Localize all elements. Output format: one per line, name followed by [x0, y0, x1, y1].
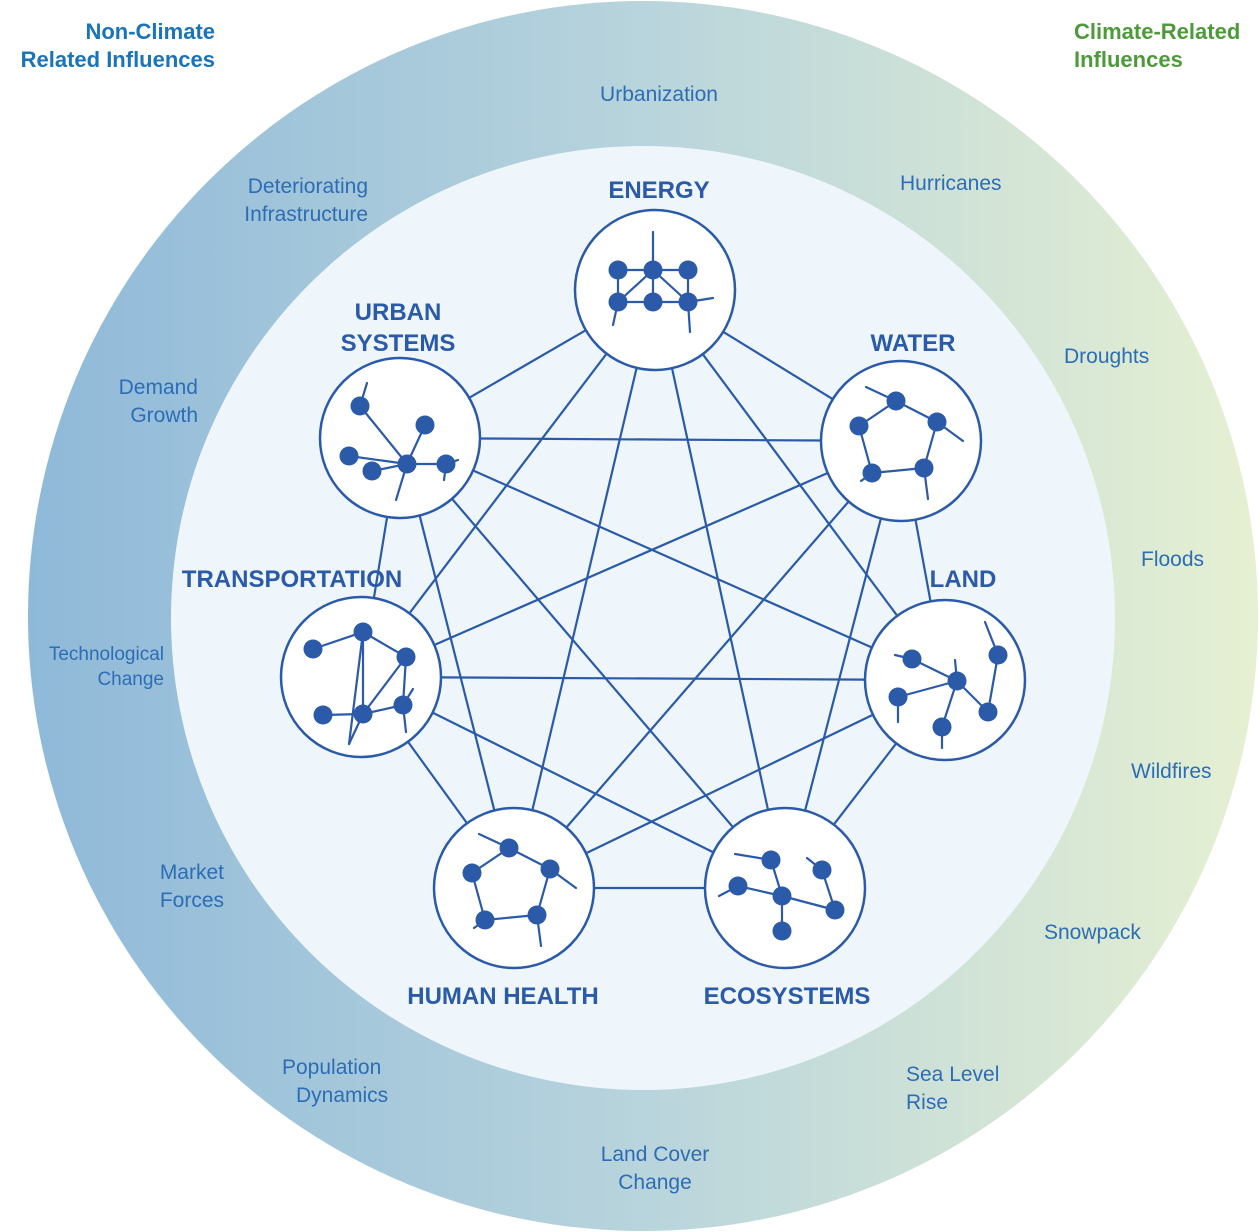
sector-circle — [318, 356, 482, 520]
ring-network-icon — [849, 385, 965, 501]
connection-land-ecosystems — [832, 742, 898, 826]
connection-water-human_health — [565, 500, 850, 829]
connection-water-transportation — [433, 472, 829, 646]
connection-energy-urban_systems — [468, 329, 587, 399]
connection-land-human_health — [585, 713, 874, 855]
sector-land: LAND — [863, 566, 1027, 762]
influence-droughts: Droughts — [1064, 345, 1149, 368]
sector-connections — [372, 329, 932, 890]
cluster-network-icon — [717, 850, 845, 941]
tree-network-icon — [339, 381, 460, 502]
mesh-network-icon — [303, 622, 416, 746]
non-climate-header: Non-Climate Related Influences — [20, 19, 215, 72]
connection-energy-human_health — [531, 367, 638, 811]
connection-energy-ecosystems — [670, 367, 770, 811]
influence-snowpack: Snowpack — [1044, 921, 1141, 944]
sector-ecosystems: ECOSYSTEMS — [704, 806, 871, 1010]
sector-label-human_health: HUMAN HEALTH — [407, 983, 599, 1010]
sector-transportation: TRANSPORTATION — [182, 566, 443, 759]
connection-transportation-urban_systems — [372, 516, 389, 599]
connection-ecosystems-transportation — [432, 711, 714, 854]
connection-human_health-urban_systems — [418, 515, 496, 811]
connection-human_health-transportation — [407, 741, 468, 824]
connection-ecosystems-urban_systems — [451, 498, 734, 828]
connection-energy-transportation — [408, 353, 608, 614]
sector-energy: ENERGY — [573, 177, 737, 372]
connection-water-land — [914, 519, 932, 602]
climate-header: Climate-Related Influences — [1074, 19, 1241, 72]
sector-circle — [819, 359, 983, 523]
sector-label-land: LAND — [930, 566, 997, 593]
connection-water-urban_systems — [479, 437, 822, 442]
sector-water: WATER — [819, 330, 983, 523]
connection-land-transportation — [440, 676, 866, 681]
connection-energy-water — [722, 330, 834, 401]
sector-label-water: WATER — [871, 330, 956, 357]
sector-label-energy: ENERGY — [608, 177, 709, 204]
sector-nodes: ENERGY WATER LAND ECOSYSTEMS HUMAN HEALTH TRA… — [182, 177, 1027, 1010]
sector-label-transportation: TRANSPORTATION — [182, 566, 402, 593]
sector-circle — [279, 595, 443, 759]
influence-urbanization: Urbanization — [600, 83, 718, 106]
ring-network-icon — [462, 832, 578, 948]
sector-circle — [573, 208, 737, 372]
influence-floods: Floods — [1141, 548, 1204, 571]
sector-circle — [432, 806, 596, 970]
influence-hurricanes: Hurricanes — [900, 172, 1002, 195]
connection-land-urban_systems — [472, 469, 873, 649]
sector-human_health: HUMAN HEALTH — [407, 806, 599, 1010]
influence-wildfires: Wildfires — [1131, 760, 1212, 783]
grid-network-icon — [608, 230, 715, 334]
sector-label-ecosystems: ECOSYSTEMS — [704, 983, 871, 1010]
connection-water-ecosystems — [804, 518, 882, 811]
branch-network-icon — [888, 620, 1008, 750]
